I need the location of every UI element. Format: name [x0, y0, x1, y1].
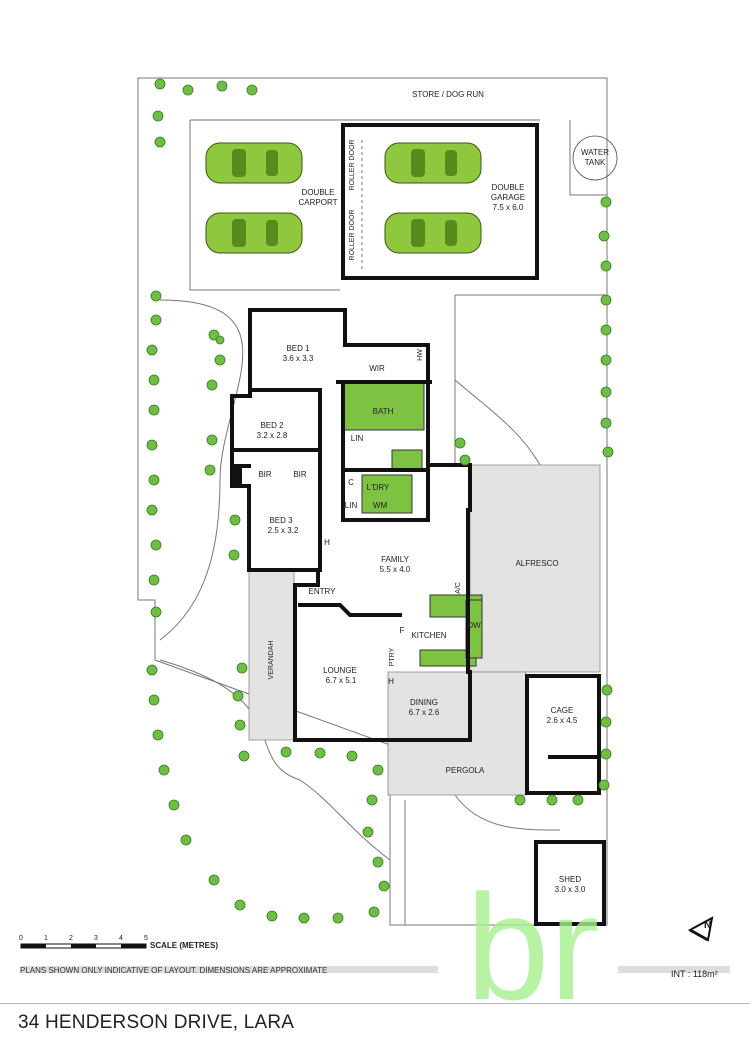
alfresco-label: ALFRESCO: [515, 559, 558, 568]
interior-area: INT : 118m²: [671, 969, 718, 979]
carport-label-2: CARPORT: [299, 198, 338, 207]
ac-label: A/C: [455, 582, 462, 594]
roller-door-label: ROLLER DOOR: [349, 140, 356, 191]
tree-icons: [146, 78, 614, 924]
toilet: [391, 449, 423, 471]
water-tank-label-2: TANK: [585, 158, 606, 167]
garage-dimensions: 7.5 x 6.0: [493, 203, 524, 212]
garage-label-2: GARAGE: [491, 193, 525, 202]
lounge-dimensions: 6.7 x 5.1: [326, 676, 357, 685]
family-label: FAMILY: [381, 555, 410, 564]
scale-label: SCALE (METRES): [150, 941, 218, 950]
lounge-label: LOUNGE: [323, 666, 357, 675]
garage-walls: [341, 123, 539, 280]
verandah-label: VERANDAH: [268, 641, 275, 680]
roller-door-label-2: ROLLER DOOR: [349, 210, 356, 261]
north-arrow-icon: N: [687, 916, 714, 942]
bed2-dimensions: 3.2 x 2.8: [257, 431, 288, 440]
dining-label: DINING: [410, 698, 438, 707]
family-dimensions: 5.5 x 4.0: [380, 565, 411, 574]
carport-label: DOUBLE: [302, 188, 335, 197]
garage-label: DOUBLE: [492, 183, 525, 192]
shed-label: SHED: [559, 875, 581, 884]
scale-tick: 4: [119, 935, 123, 942]
dining-dimensions: 6.7 x 2.6: [409, 708, 440, 717]
disclaimer-bar: [20, 966, 438, 973]
bed2-label: BED 2: [260, 421, 284, 430]
property-address: 34 HENDERSON DRIVE, LARA: [18, 1012, 295, 1033]
bed1-dimensions: 3.6 x 3.3: [283, 354, 314, 363]
wm-label: WM: [373, 501, 388, 510]
scale-tick: 1: [44, 935, 48, 942]
scale-tick: 2: [69, 935, 73, 942]
chimney-block: [230, 466, 242, 486]
laundry-label: L'DRY: [367, 483, 390, 492]
pantry-label: PTRY: [389, 647, 396, 666]
laundry-room: [361, 474, 413, 514]
entry-label: ENTRY: [309, 587, 337, 596]
footer-divider: [0, 1003, 750, 1004]
h-label-2: H: [388, 677, 394, 686]
alfresco-area: [469, 464, 601, 673]
hw-label: HW: [417, 349, 424, 361]
kitchen-label: KITCHEN: [411, 631, 446, 640]
scale-tick: 3: [94, 935, 98, 942]
fridge-label: F: [400, 626, 405, 635]
water-tank-label: WATER: [581, 148, 609, 157]
lin-label: LIN: [351, 434, 364, 443]
disclaimer-text: PLANS SHOWN ONLY INDICATIVE OF LAYOUT. D…: [20, 966, 328, 975]
bed3-label: BED 3: [269, 516, 293, 525]
cage-dimensions: 2.6 x 4.5: [547, 716, 578, 725]
cage-walls: [525, 674, 601, 795]
bath-room: [343, 381, 425, 431]
car-icon: [205, 212, 303, 254]
bed3-dimensions: 2.5 x 3.2: [268, 526, 299, 535]
car-icon: [205, 142, 303, 184]
area-bar: [618, 966, 730, 973]
pergola-area: [387, 671, 527, 796]
car-icon: [384, 142, 482, 184]
h-label: H: [324, 538, 330, 547]
bir-label: BIR: [258, 470, 272, 479]
cupboard-label: C: [348, 478, 354, 487]
lin-label-2: LIN: [345, 501, 358, 510]
pergola-label: PERGOLA: [446, 766, 485, 775]
bir-label-2: BIR: [293, 470, 307, 479]
brand-watermark: br: [466, 863, 600, 1031]
shed-dimensions: 3.0 x 3.0: [555, 885, 586, 894]
store-label: STORE / DOG RUN: [412, 90, 484, 99]
boundary-inner: [189, 120, 340, 291]
bath-label: BATH: [373, 407, 394, 416]
wir-label: WIR: [369, 364, 385, 373]
north-label: N: [704, 920, 711, 931]
cage-label: CAGE: [551, 706, 574, 715]
shed-walls: [534, 840, 606, 926]
water-tank-icon: [572, 135, 618, 181]
scale-tick: 0: [19, 935, 23, 942]
dw-label: DW: [467, 621, 481, 630]
car-icon: [384, 212, 482, 254]
scale-bar: 0 1 2 3 4 5: [19, 935, 148, 949]
scale-tick: 5: [144, 935, 148, 942]
bed1-label: BED 1: [286, 344, 310, 353]
